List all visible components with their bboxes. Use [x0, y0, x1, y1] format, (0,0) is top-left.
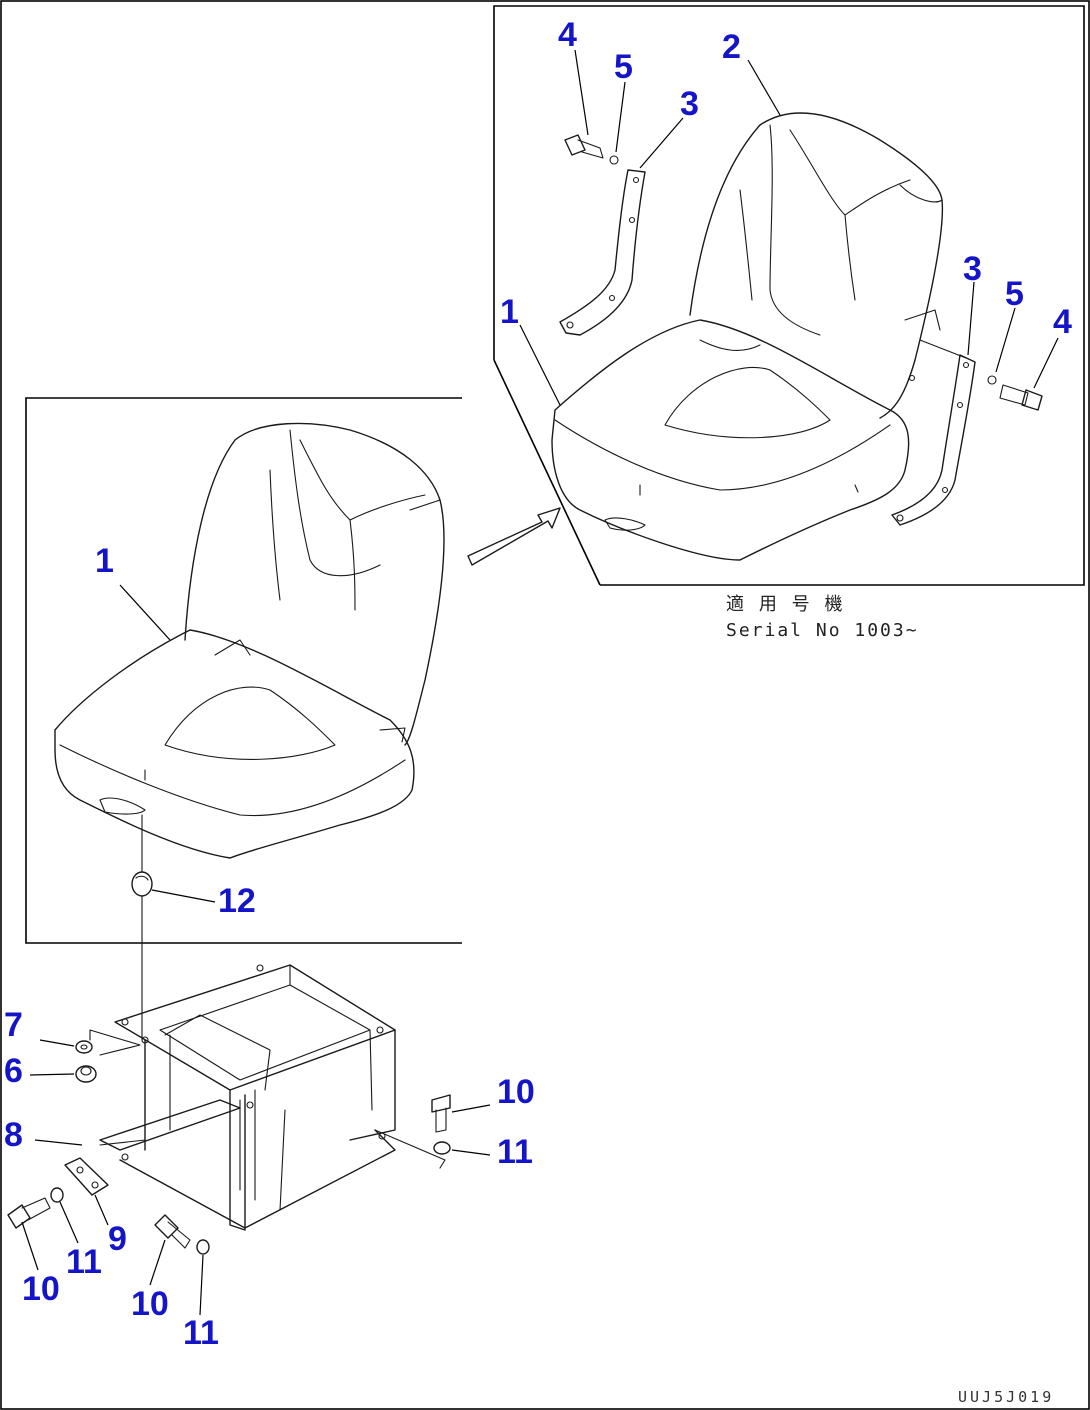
upper-bolt-left	[564, 134, 619, 165]
lower-seat-drawing	[54, 422, 445, 859]
callout-stand-washer: 7	[4, 1006, 23, 1044]
callout-bolt-front-left: 10	[22, 1270, 60, 1308]
washer-rear-right	[433, 1141, 451, 1155]
callout-lower-seat: 1	[95, 542, 114, 580]
upper-seat-drawing	[551, 112, 944, 561]
callout-washer-rear-right: 11	[497, 1133, 533, 1171]
bolt-front-left	[7, 1197, 51, 1229]
upper-bracket-right	[891, 309, 976, 526]
serial-label-jp: 適 用 号 機	[726, 594, 845, 615]
bolt-front-mid	[154, 1214, 191, 1249]
washer-front-mid	[196, 1239, 210, 1255]
callout-bolt-rear-right: 10	[497, 1073, 535, 1111]
callout-upper-washer-left: 5	[614, 48, 633, 86]
callout-stand-nut: 6	[4, 1052, 23, 1090]
callout-washer-front-mid: 11	[183, 1314, 219, 1352]
stand-nut	[75, 1065, 97, 1083]
callout-upper-bracket-left: 3	[680, 85, 699, 123]
callout-lower-nut: 12	[218, 882, 256, 920]
callout-bolt-front-mid: 10	[131, 1285, 169, 1323]
callout-upper-washer-right: 5	[1005, 275, 1024, 313]
callout-upper-bolt-left: 4	[558, 16, 577, 54]
lower-nut	[131, 814, 153, 1041]
detail-box-serial	[493, 5, 1085, 586]
seat-stand-drawing	[64, 964, 446, 1231]
callout-upper-headrest: 2	[722, 28, 741, 66]
washer-front-left	[50, 1187, 64, 1203]
upper-bracket-left	[559, 169, 646, 336]
stand-washer	[75, 1029, 141, 1056]
callout-upper-bracket-right: 3	[963, 250, 982, 288]
reference-arrow	[467, 507, 561, 566]
drawing-code: UUJ5J019	[958, 1388, 1054, 1406]
serial-label-en: Serial No 1003~	[726, 620, 919, 641]
callout-stand-plate: 9	[108, 1220, 127, 1258]
upper-bolt-right	[987, 375, 1043, 411]
detail-box-standard	[25, 397, 462, 944]
callout-washer-front-left: 11	[66, 1243, 102, 1281]
callout-stand: 8	[4, 1116, 23, 1154]
callout-upper-bolt-right: 4	[1053, 303, 1072, 341]
bolt-rear-right	[431, 1094, 451, 1133]
callout-upper-seat: 1	[500, 293, 519, 331]
